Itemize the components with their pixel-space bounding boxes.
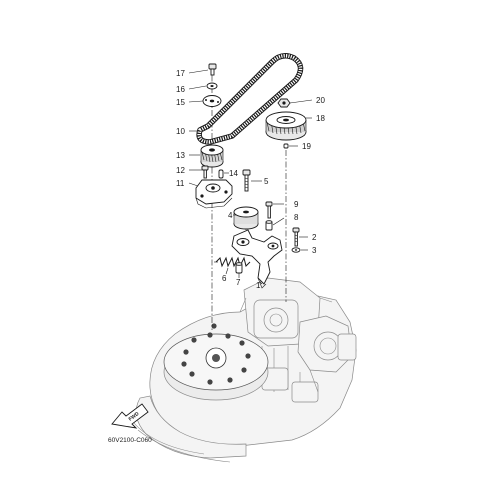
fwd-label: FWD xyxy=(128,411,141,423)
stopper-washer xyxy=(291,247,301,253)
belt-tensioner-bracket xyxy=(195,179,233,209)
callout-18: 18 xyxy=(316,114,325,123)
callout-2: 2 xyxy=(312,233,317,242)
callout-10: 10 xyxy=(176,127,185,136)
tensioner-pulley xyxy=(233,206,259,230)
dowel-pin xyxy=(218,169,224,179)
callout-16: 16 xyxy=(176,85,185,94)
callout-13: 13 xyxy=(176,151,185,160)
callout-17: 17 xyxy=(176,69,185,78)
callout-15: 15 xyxy=(176,98,185,107)
arm-bolt xyxy=(265,201,273,219)
callout-3: 3 xyxy=(312,246,317,255)
spring-collar xyxy=(235,262,243,274)
callout-6: 6 xyxy=(222,274,227,283)
belt-pulley xyxy=(200,144,224,168)
collar xyxy=(265,220,273,231)
leader-lines xyxy=(188,69,313,285)
callout-20: 20 xyxy=(316,96,325,105)
tensioner-bolt xyxy=(242,169,251,192)
callout-9: 9 xyxy=(294,200,299,209)
fwd-arrow-icon: FWD xyxy=(111,403,149,429)
callout-5: 5 xyxy=(264,177,269,186)
stopper-bolt xyxy=(292,227,300,247)
callout-7: 7 xyxy=(236,278,241,287)
callout-labels: 17 16 15 10 13 12 14 11 5 4 9 8 2 3 6 7 … xyxy=(176,69,325,290)
pulley-bolt xyxy=(208,63,217,76)
tensioner-spring xyxy=(214,256,251,268)
bracket-bolt xyxy=(201,165,209,179)
pulley-plate xyxy=(202,95,222,107)
callout-12: 12 xyxy=(176,166,185,175)
callout-14: 14 xyxy=(229,169,238,178)
camshaft-pulley-nut xyxy=(277,98,291,108)
flywheel-magneto xyxy=(163,323,269,401)
camshaft-pulley xyxy=(265,111,307,141)
callout-4: 4 xyxy=(228,211,233,220)
woodruff-key xyxy=(283,143,289,149)
tensioner-arm xyxy=(231,229,283,289)
drawing-code: 60V2100-C060 xyxy=(108,437,152,444)
callout-1: 1 xyxy=(256,281,261,290)
callout-8: 8 xyxy=(294,213,299,222)
callout-11: 11 xyxy=(176,179,185,188)
washer xyxy=(206,82,218,90)
timing-belt xyxy=(196,53,304,145)
callout-19: 19 xyxy=(302,142,311,151)
